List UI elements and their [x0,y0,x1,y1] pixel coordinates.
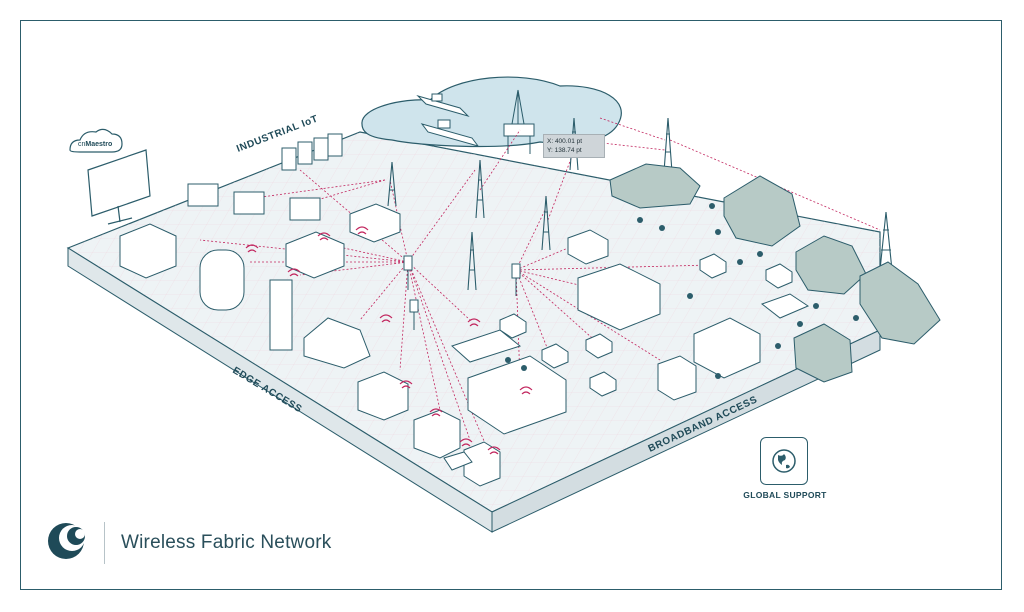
diagram-frame [20,20,1002,590]
globe-icon [772,449,796,473]
global-support-badge [760,437,808,485]
offshore-rig [503,89,535,154]
tooltip-x: X: 400.01 pt [547,138,583,145]
access-points [403,255,521,330]
cloud-prefix: cn [78,141,86,148]
brand-footer: Wireless Fabric Network [44,520,331,566]
ship-2 [420,119,480,147]
tooltip-y: Y: 138.74 pt [547,147,582,154]
global-support-label: GLOBAL SUPPORT [743,490,827,500]
buildings [119,133,810,487]
monitor-dashboard-icon [87,149,151,225]
cnmaestro-label: cnMaestro [78,141,112,148]
brand-divider [104,522,105,564]
wifi-icon [245,226,533,455]
coordinate-tooltip: X: 400.01 pt Y: 138.74 pt [543,134,605,158]
cambium-logo-icon [48,523,85,559]
trees [505,203,859,379]
cloud-icon [69,128,123,153]
ship-1 [416,93,470,118]
mountains [609,163,941,383]
page-title: Wireless Fabric Network [121,532,332,553]
tower-icon [387,117,893,291]
platform [66,131,881,533]
brand-logo-spacer [44,520,90,566]
cloud-name: Maestro [85,141,113,148]
